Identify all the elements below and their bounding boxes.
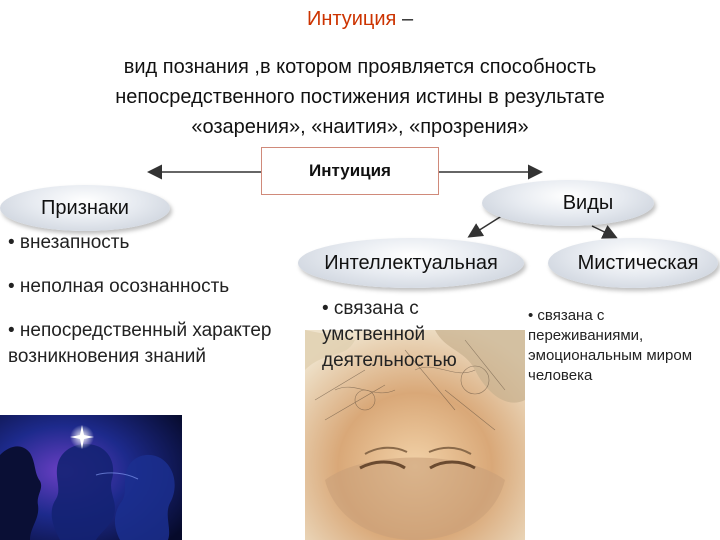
sign-item: • неполная осознанность — [8, 276, 230, 297]
types-ellipse: Виды — [482, 180, 654, 226]
intellectual-description: • связана с умственной деятельностью — [322, 298, 457, 371]
sign-item: • непосредственный характер возникновени… — [8, 320, 272, 367]
title-word: Интуиция — [306, 8, 397, 30]
head-silhouettes-image — [0, 415, 182, 540]
definition-text: вид познания ,в котором проявляется спос… — [40, 52, 680, 142]
title-dash: – — [401, 8, 414, 30]
mystical-ellipse: Мистическая — [548, 238, 718, 288]
signs-heading: Признаки — [41, 196, 129, 219]
signs-ellipse: Признаки — [0, 185, 170, 231]
definition-line-1: вид познания ,в котором проявляется спос… — [123, 56, 597, 78]
definition-line-2: непосредственного постижения истины в ре… — [115, 86, 605, 108]
intellectual-label: Интеллектуальная — [324, 251, 498, 274]
face-sketch-image — [305, 330, 525, 540]
slide-title: Интуиция – — [0, 8, 720, 31]
center-concept-box: Интуиция — [261, 147, 439, 195]
arrow-to-mystical — [591, 225, 618, 239]
mystical-label: Мистическая — [577, 251, 699, 274]
sign-item: • внезапность — [8, 232, 130, 253]
types-heading: Виды — [562, 191, 614, 214]
mystical-description: • связана с переживаниями, эмоциональным… — [528, 307, 693, 384]
definition-line-3: «озарения», «наития», «прозрения» — [191, 116, 529, 138]
intellectual-ellipse: Интеллектуальная — [298, 238, 524, 288]
